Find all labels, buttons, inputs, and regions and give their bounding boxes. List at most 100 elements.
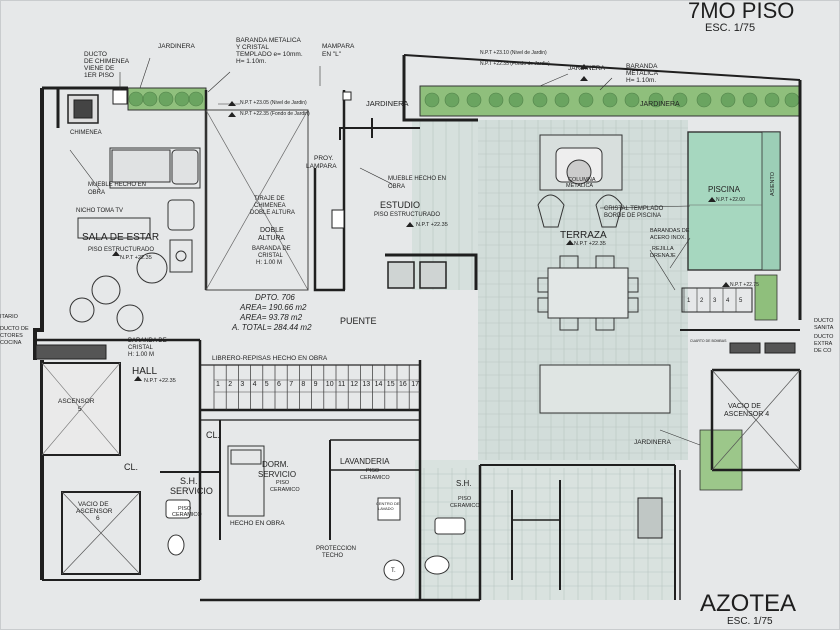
study-furniture-note: MUEBLE HECHO EN OBRA	[388, 176, 446, 190]
svg-text:DE CHIMENEA: DE CHIMENEA	[84, 58, 130, 65]
lamp-projection-note: PROY. LAMPARA	[306, 155, 337, 170]
pool-stair-step-number: 2	[700, 298, 704, 304]
built-in-label: HECHO EN OBRA	[230, 520, 285, 527]
sanitary-duct-right: DUCTO SANITA	[814, 318, 834, 331]
area-1: AREA= 190.66 m2	[239, 303, 307, 312]
hall-label: HALL	[132, 366, 157, 377]
svg-text:BARANDA DE: BARANDA DE	[252, 246, 291, 252]
pool	[687, 131, 781, 271]
duct-left-note: DUCTO DE CTORES COCINA	[0, 326, 29, 346]
svg-text:DUCTO DE: DUCTO DE	[0, 326, 29, 332]
svg-text:PISO: PISO	[366, 468, 380, 474]
shrub	[764, 92, 780, 108]
double-height-void	[205, 109, 309, 291]
glass-railing-mid-note: BARANDA DE CRISTAL H: 1.00 M	[252, 246, 291, 266]
svg-text:CENTRO DE: CENTRO DE	[376, 501, 400, 506]
svg-text:H= 1.10m.: H= 1.10m.	[626, 77, 656, 84]
living-room-label: SALA DE ESTAR	[82, 232, 159, 243]
level-bottom-left: N.P.T +22.35 (Fondo de Jardin)	[240, 111, 310, 117]
svg-text:COLUMNA: COLUMNA	[568, 177, 596, 183]
pool-edge-glass-note: CRISTAL TEMPLADO BORDE DE PISCINA	[604, 206, 664, 219]
elevator-5	[41, 362, 121, 456]
svg-text:CERAMICO: CERAMICO	[270, 487, 300, 493]
pool-stair-step-number: 3	[713, 298, 717, 304]
svg-text:H: 1.00 M: H: 1.00 M	[256, 260, 282, 266]
bath-right-floor: PISO CERAMICO	[450, 496, 480, 509]
svg-text:CRISTAL TEMPLADO: CRISTAL TEMPLADO	[604, 206, 664, 212]
shrub	[578, 92, 594, 108]
elevator-6-void	[61, 491, 141, 575]
shrub	[444, 92, 460, 108]
screen-note: MAMPARA EN "L"	[322, 43, 355, 58]
level-garden-right: N.P.T +23.10 (Nivel de Jardin)	[480, 50, 547, 56]
stair-step-number: 1	[216, 381, 220, 388]
svg-text:DE CO: DE CO	[814, 348, 832, 354]
chimney-label: CHIMENEA	[70, 130, 102, 136]
shrub	[488, 92, 504, 108]
stair-step-number: 7	[289, 381, 293, 388]
svg-text:EN "L": EN "L"	[322, 51, 342, 58]
chimney-draft-note: TIRAJE DE CHIMENEA DOBLE ALTURA	[250, 196, 295, 216]
shrub	[466, 92, 482, 108]
stair-step-number: 12	[350, 381, 358, 388]
metal-column-label: COLUMNA METALICA	[566, 177, 596, 189]
pool-stair-level: N.P.T +22.75	[730, 282, 759, 288]
svg-text:ASCENSOR: ASCENSOR	[58, 398, 95, 405]
floor-scale: ESC. 1/75	[705, 22, 755, 34]
terrace-furniture	[537, 134, 671, 414]
svg-text:PROTECCION: PROTECCION	[316, 546, 356, 552]
svg-text:DUCTO: DUCTO	[814, 334, 834, 340]
floor-title: 7MO PISO	[688, 0, 794, 23]
stair-step-number: 3	[240, 381, 244, 388]
hall-railing-note: BARANDA DE CRISTAL H: 1.00 M	[128, 338, 167, 358]
apartment-area-block: DPTO. 706 AREA= 190.66 m2 AREA= 93.78 m2…	[231, 293, 312, 332]
bench-label: ASIENTO	[770, 171, 776, 196]
stair-step-number: 8	[301, 381, 305, 388]
elevator-4-label: VACIO DE ASCENSOR 4	[724, 403, 769, 418]
washing-center-label: CENTRO DE LAVADO	[376, 501, 400, 511]
svg-text:DUCTO: DUCTO	[84, 51, 107, 58]
area-2: AREA= 93.78 m2	[239, 313, 303, 322]
svg-text:OBRA: OBRA	[388, 184, 405, 190]
stair-step-number: 5	[265, 381, 269, 388]
planter-label-top: JARDINERA	[158, 43, 196, 50]
closet-label-1: CL.	[206, 430, 220, 440]
elevator-4-void	[711, 369, 801, 471]
shrub	[174, 91, 190, 107]
svg-text:PISO: PISO	[178, 506, 192, 512]
svg-text:CERAMICO: CERAMICO	[360, 475, 390, 481]
svg-text:1ER PISO: 1ER PISO	[84, 72, 114, 79]
svg-text:SERVICIO: SERVICIO	[170, 486, 213, 496]
title-block-bottom: AZOTEA ESC. 1/75	[700, 590, 796, 627]
bookshelf-label: LIBRERO-REPISAS HECHO EN OBRA	[212, 355, 328, 362]
roof-scale: ESC. 1/75	[727, 616, 773, 627]
stair-step-number: 16	[399, 381, 407, 388]
glass-railing-note: BARANDA METALICA Y CRISTAL TEMPLADO e= 1…	[236, 37, 303, 65]
stair-step-number: 2	[228, 381, 232, 388]
stair-step-number: 9	[314, 381, 318, 388]
stair-step-number: 15	[387, 381, 395, 388]
stair-step-number: 10	[326, 381, 334, 388]
service-bath-floor: PISO CERAMICO	[172, 506, 202, 518]
svg-text:BARANDAS DE: BARANDAS DE	[650, 228, 690, 234]
svg-text:OBRA: OBRA	[88, 190, 105, 196]
pump-room-label: CUARTO DE BOMBAS	[690, 339, 727, 343]
planter-label-right: JARDINERA	[568, 65, 606, 72]
terrace-label: TERRAZA	[560, 230, 607, 241]
hall-level: N.P.T +22.35	[144, 378, 176, 384]
svg-text:DRENAJE: DRENAJE	[650, 253, 676, 259]
ducts	[35, 89, 796, 539]
tv-niche-label: NICHO TOMA TV	[76, 208, 123, 214]
laundry-label: LAVANDERIA	[340, 457, 390, 466]
svg-text:CRISTAL: CRISTAL	[128, 345, 154, 351]
svg-text:TEMPLADO e= 10mm.: TEMPLADO e= 10mm.	[236, 51, 303, 58]
svg-text:DOBLE ALTURA: DOBLE ALTURA	[250, 210, 295, 216]
svg-text:CERAMICO: CERAMICO	[172, 512, 202, 518]
svg-text:DOBLE: DOBLE	[260, 227, 284, 234]
shrub	[742, 92, 758, 108]
svg-text:ASCENSOR 4: ASCENSOR 4	[724, 411, 769, 418]
shrub	[508, 92, 524, 108]
elevator-6-label: VACIO DE ASCENSOR 6	[76, 501, 113, 522]
planter-label-right-2: JARDINERA	[640, 101, 680, 108]
study-label: ESTUDIO	[380, 200, 420, 210]
